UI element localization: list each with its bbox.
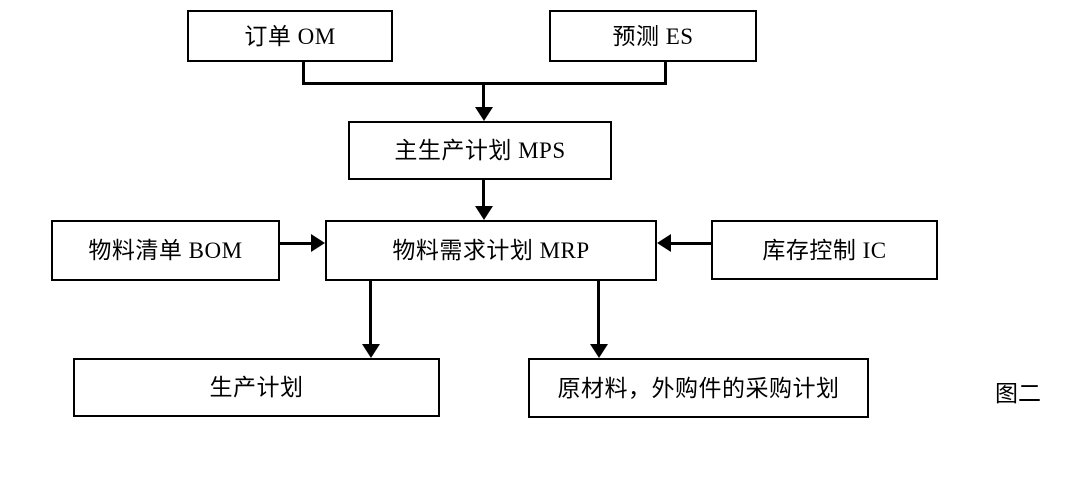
- node-inventory-control[interactable]: 库存控制 IC: [711, 220, 938, 280]
- node-production-plan-label: 生产计划: [209, 375, 304, 400]
- connector-om-drop: [302, 60, 305, 85]
- arrowhead-mps-to-mrp: [475, 206, 493, 220]
- arrowhead-bom-to-mrp: [311, 234, 325, 252]
- node-inventory-control-label: 库存控制 IC: [762, 237, 887, 263]
- node-master-production-schedule[interactable]: 主生产计划 MPS: [348, 121, 612, 180]
- node-production-plan[interactable]: 生产计划: [73, 358, 440, 417]
- node-order-management[interactable]: 订单 OM: [187, 10, 393, 62]
- connector-ic-to-mrp: [671, 242, 713, 245]
- node-bill-of-materials-label: 物料清单 BOM: [88, 238, 243, 263]
- node-material-requirements-planning-label: 物料需求计划 MRP: [392, 238, 590, 263]
- node-forecast-label: 预测 ES: [612, 23, 694, 49]
- arrowhead-mrp-to-production-plan: [362, 344, 380, 358]
- node-purchasing-plan[interactable]: 原材料，外购件的采购计划: [528, 358, 869, 418]
- connector-mrp-to-purchasing-plan: [597, 281, 600, 345]
- connector-mps-to-mrp: [482, 180, 485, 207]
- connector-es-drop: [664, 60, 667, 85]
- node-order-management-label: 订单 OM: [244, 23, 336, 49]
- node-material-requirements-planning[interactable]: 物料需求计划 MRP: [325, 220, 657, 281]
- node-forecast[interactable]: 预测 ES: [549, 10, 757, 62]
- arrowhead-merge-to-mps: [475, 107, 493, 121]
- arrowhead-ic-to-mrp: [657, 234, 671, 252]
- connector-mrp-to-production-plan: [369, 281, 372, 345]
- node-master-production-schedule-label: 主生产计划 MPS: [394, 138, 566, 163]
- connector-merge-to-mps: [482, 82, 485, 109]
- figure-caption: 图二: [995, 381, 1041, 406]
- connector-bom-to-mrp: [280, 242, 313, 245]
- node-bill-of-materials[interactable]: 物料清单 BOM: [51, 220, 280, 281]
- arrowhead-mrp-to-purchasing-plan: [590, 344, 608, 358]
- node-purchasing-plan-label: 原材料，外购件的采购计划: [557, 375, 840, 401]
